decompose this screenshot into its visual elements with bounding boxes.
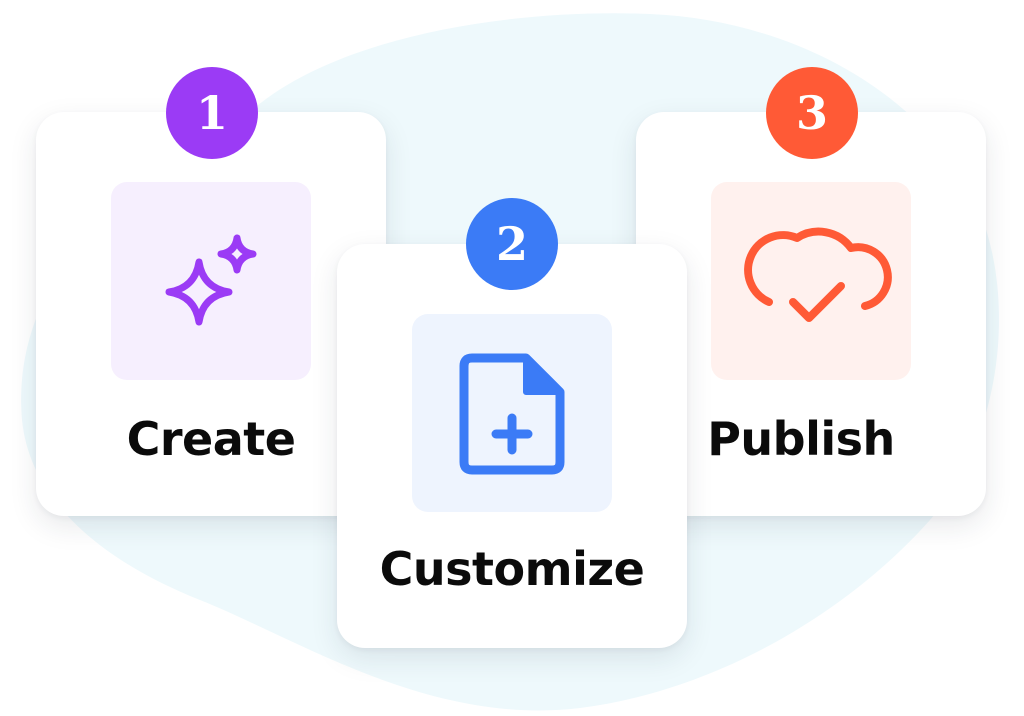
customize-icon-tile bbox=[412, 314, 612, 512]
create-label: Create bbox=[126, 412, 296, 466]
step-card-customize: Customize bbox=[337, 244, 687, 648]
publish-icon-tile bbox=[711, 182, 911, 380]
step-card-publish: Publish bbox=[636, 112, 986, 516]
create-icon-tile bbox=[111, 182, 311, 380]
step-number-badge-3: 3 bbox=[766, 67, 858, 159]
publish-label: Publish bbox=[707, 412, 895, 466]
step-card-create: Create bbox=[36, 112, 386, 516]
customize-label: Customize bbox=[379, 542, 645, 596]
file-plus-icon bbox=[459, 353, 565, 475]
cloud-check-icon bbox=[744, 227, 892, 322]
sparkles-icon bbox=[165, 234, 257, 326]
step-number-badge-2: 2 bbox=[466, 198, 558, 290]
step-number-badge-1: 1 bbox=[166, 67, 258, 159]
